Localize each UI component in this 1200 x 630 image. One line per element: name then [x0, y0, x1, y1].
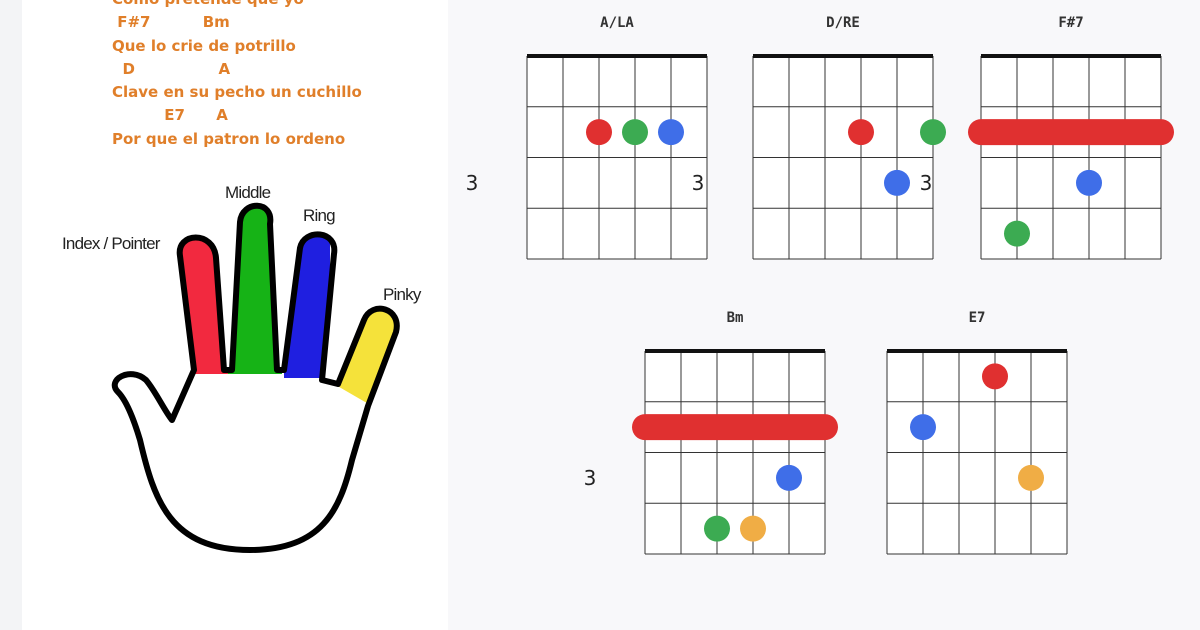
- finger-dot: [704, 515, 730, 542]
- chord-line: D A: [112, 59, 231, 78]
- finger-dot: [982, 363, 1008, 390]
- fret-number-label: 3: [584, 466, 597, 490]
- finger-dot: [1004, 220, 1030, 247]
- finger-dot: [740, 515, 766, 542]
- lyrics-block: Como pretende que yo F#7 Bm Que lo crie …: [112, 0, 452, 151]
- chord-diagram: F#7 3: [920, 15, 1174, 260]
- finger-dot: [586, 119, 612, 146]
- finger-dot: [848, 119, 874, 146]
- hand-diagram: Index / Pointer Middle Ring Pinky: [62, 183, 423, 553]
- fret-number-label: 3: [920, 171, 933, 195]
- lyric-line: Clave en su pecho un cuchillo: [112, 83, 362, 102]
- nut: [527, 54, 707, 58]
- lyric-line: Como pretende que yo: [112, 0, 452, 11]
- chord-diagram: D/RE 3: [692, 15, 946, 260]
- finger-dot: [776, 464, 802, 491]
- pinky-finger-label: Pinky: [383, 285, 422, 304]
- finger-dot: [1076, 169, 1102, 196]
- ring-finger-label: Ring: [303, 206, 335, 225]
- chord-line: E7 A: [112, 106, 228, 125]
- finger-dot: [1018, 464, 1044, 491]
- chord-name: D/RE: [826, 15, 860, 31]
- chord-diagram: Bm 3: [584, 310, 838, 555]
- middle-finger-label: Middle: [225, 183, 271, 202]
- nut: [887, 349, 1067, 353]
- finger-dot: [622, 119, 648, 146]
- chord-name: E7: [969, 310, 986, 326]
- chord-line: F#7 Bm: [112, 13, 230, 32]
- index-finger-label: Index / Pointer: [62, 234, 161, 253]
- finger-dot: [910, 414, 936, 441]
- chord-name: F#7: [1058, 15, 1083, 31]
- chord-name: A/LA: [600, 15, 634, 31]
- fret-number-label: 3: [466, 171, 479, 195]
- lyric-line: Por que el patron lo ordeno: [112, 129, 346, 148]
- finger-dot: [920, 119, 946, 146]
- chord-diagram: E7: [886, 310, 1068, 555]
- finger-dot: [658, 119, 684, 146]
- finger-dot: [884, 169, 910, 196]
- chord-name: Bm: [727, 310, 744, 326]
- nut: [981, 54, 1161, 58]
- lyric-line: Que lo crie de potrillo: [112, 36, 296, 55]
- pinky-finger-fill: [334, 300, 397, 406]
- hand-outline: [111, 202, 400, 553]
- chord-diagram: A/LA 3: [466, 15, 708, 260]
- fret-number-label: 3: [692, 171, 705, 195]
- nut: [645, 349, 825, 353]
- left-panel: Como pretende que yo F#7 Bm Que lo crie …: [22, 0, 448, 630]
- nut: [753, 54, 933, 58]
